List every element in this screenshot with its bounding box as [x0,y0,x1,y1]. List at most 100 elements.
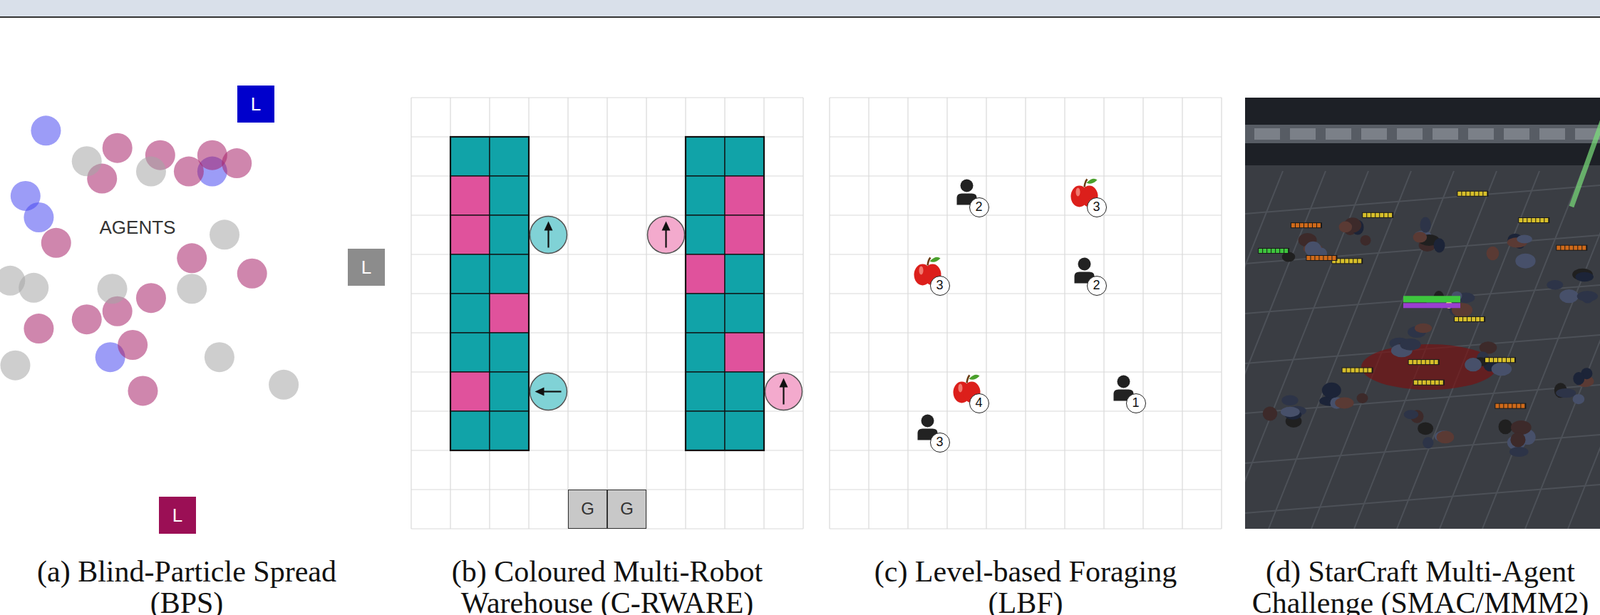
health-segment [1463,317,1467,322]
grid-line [606,97,608,529]
health-segment [1518,218,1523,223]
health-segment [1349,258,1353,263]
shelf-cell [450,411,490,451]
floor-seam [1245,434,1600,464]
floor-seam [1245,484,1600,514]
robot-arrowhead [544,221,554,231]
grid-line [1142,97,1144,529]
node-text: 3 [1092,200,1100,215]
shelf-cell [450,332,490,373]
particle [30,115,61,146]
shelf-cell [724,136,765,177]
health-segment [1342,368,1347,373]
health-segment [1312,223,1317,228]
particle [71,304,102,335]
health-segment [1417,359,1422,365]
health-segment [1503,404,1508,409]
grid-line [829,332,1222,333]
health-segment [1540,218,1544,223]
health-segment [1499,404,1504,409]
health-segment [1413,359,1417,365]
apple-leaf [930,257,941,263]
robot-body [765,373,803,411]
grid-line [829,292,1222,294]
health-segment [1366,213,1371,218]
particle [176,273,207,304]
shelf-cell [450,176,490,216]
health-segment [1317,223,1321,228]
health-segment [1379,213,1384,218]
node-text: L [172,505,183,526]
unit [1420,217,1432,234]
health-segment [1454,317,1459,322]
unit [1360,235,1372,246]
unit [1510,432,1526,448]
health-segment [1471,317,1476,322]
agent-head [960,179,974,193]
node-text: 3 [935,435,943,450]
health-segment [1565,245,1569,251]
wall-panel [1325,128,1352,140]
health-bar [1518,217,1550,224]
laser-beam [1571,117,1600,207]
floor-seam [1567,171,1600,529]
grid-line [829,136,1222,137]
grid-line [868,97,869,529]
health-segment [1344,258,1349,263]
health-segment [1483,191,1487,196]
health-segment [1434,359,1439,365]
particle [117,329,148,360]
health-segment [1466,191,1470,196]
unit [1559,289,1579,303]
node-text: 2 [1092,278,1100,293]
robot-body [530,216,568,254]
health-segment [1510,357,1515,363]
robot-arrow [543,390,562,392]
grid-line [829,253,1222,255]
health-segment [1280,248,1284,254]
grid-line [829,488,1222,490]
health-segment [1418,380,1422,385]
game-screenshot [1245,97,1600,529]
robot [530,216,568,254]
shelf-cell [724,254,765,294]
robot-arrow [547,229,549,249]
particle [127,375,158,406]
health-segment [1275,248,1280,254]
shelf-cell [724,293,765,333]
agents-label: AGENTS [99,217,177,239]
health-segment [1478,191,1483,196]
panel-caption: (c) Level-based Foraging (LBF) [861,555,1190,615]
floor-seam [1245,171,1369,529]
unit [1486,246,1500,261]
unit [1322,382,1342,399]
particle [136,282,167,313]
health-segment [1502,357,1506,363]
health-segment [1470,191,1474,196]
unit [1546,280,1563,290]
particle [23,313,54,344]
health-segment [1384,213,1388,218]
goal-cell: G [607,489,647,529]
level-badge: 1 [1126,393,1147,414]
unit [1281,395,1298,407]
health-bar [1342,367,1374,374]
health-segment [1426,380,1431,385]
health-segment [1355,368,1360,373]
blood-splash [1361,344,1497,390]
shelf-cell [450,215,490,255]
shelf-cell [489,293,529,333]
health-segment [1439,380,1444,385]
shelf-cell [450,254,490,294]
health-bar [1484,357,1516,363]
health-segment [1323,255,1328,261]
particle [176,243,207,273]
shelf-cell [489,215,529,255]
particle [209,219,240,250]
wall-panel [1396,128,1423,140]
level-badge: 3 [1086,197,1107,218]
grid-line [829,410,1222,412]
robot-arrowhead [662,221,671,231]
health-segment [1430,359,1434,365]
apple-shine [919,266,924,276]
